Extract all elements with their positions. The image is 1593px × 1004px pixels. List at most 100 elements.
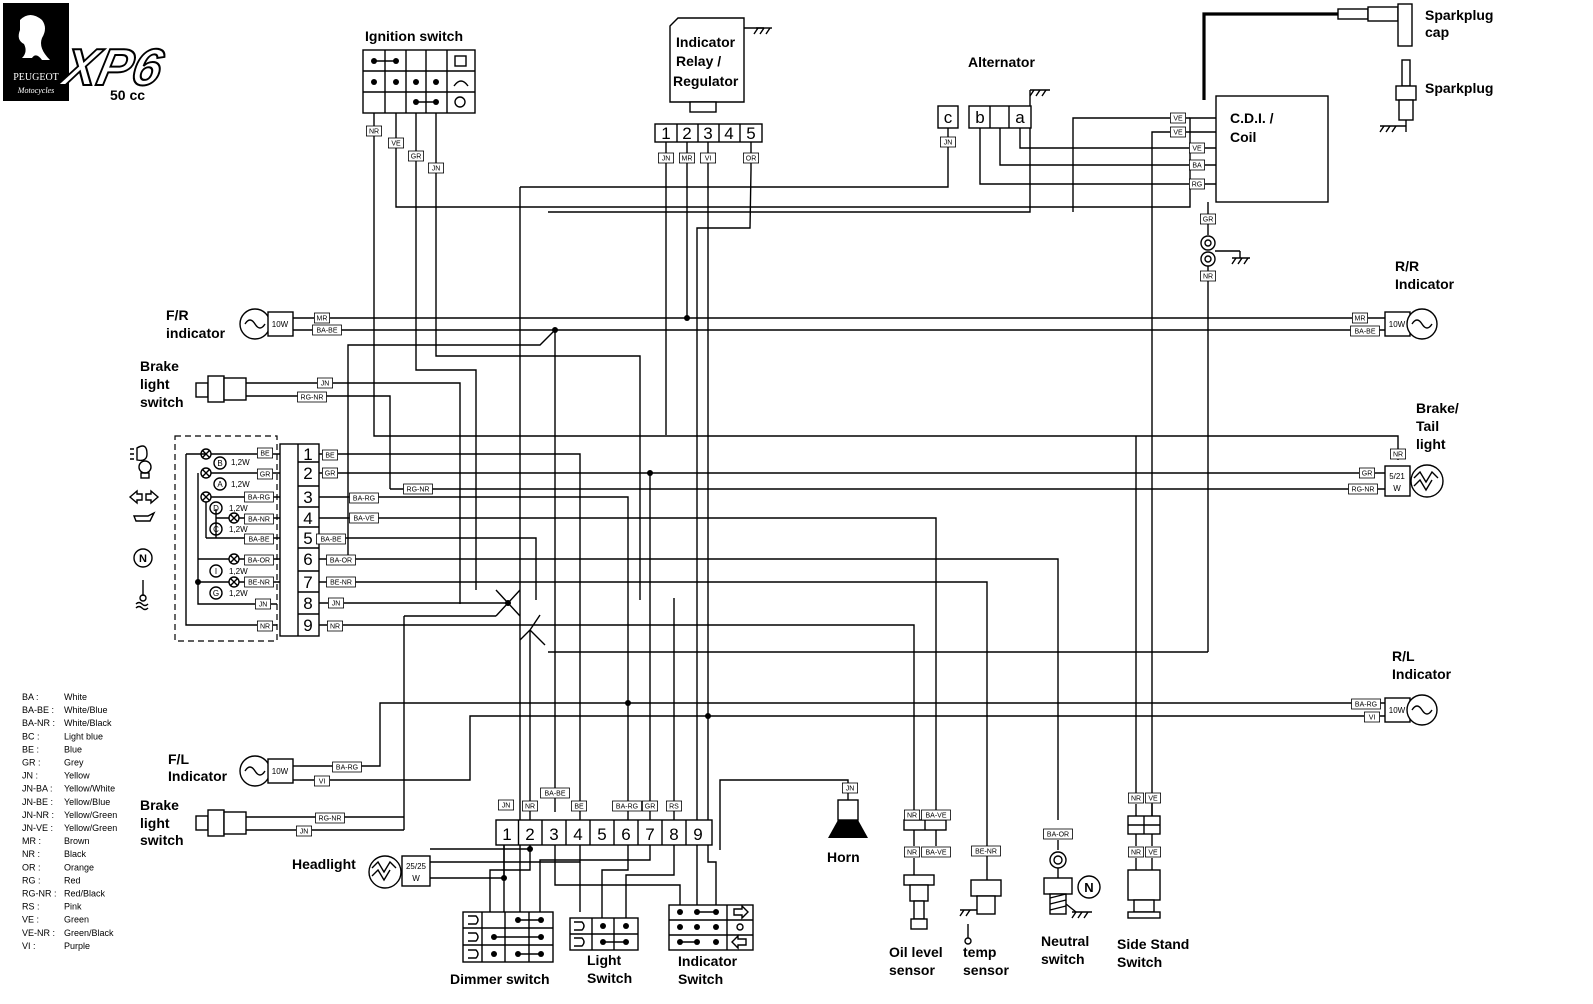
svg-text:GR: GR <box>325 471 336 478</box>
wire-code-tag: GR <box>407 150 424 162</box>
left-arrow-icon <box>731 934 747 950</box>
svg-text:BA-BE: BA-BE <box>248 537 269 544</box>
svg-text:BA-RG: BA-RG <box>616 804 638 811</box>
tail-bulb-rating: 5/21 <box>1389 472 1405 481</box>
legend-code: JN-NR : <box>22 810 54 820</box>
wire-code-tag: RG-NR <box>1348 483 1378 495</box>
bottom-pin: 6 <box>621 825 630 844</box>
legend-color: Green/Black <box>64 928 114 938</box>
dashboard-pin: 5 <box>303 529 312 548</box>
wire-code-tag: VE <box>387 137 404 149</box>
wire-code-tag: VE <box>1189 142 1206 154</box>
bottom-pin: 1 <box>502 825 511 844</box>
legend-code: NR : <box>22 849 40 859</box>
wire-code-tag: GR <box>256 468 273 480</box>
legend-code: JN : <box>22 771 38 781</box>
dimmer-switch-label: Dimmer switch <box>450 971 550 987</box>
side-stand-label-1: Side Stand <box>1117 936 1189 952</box>
bulb-rating: 10W <box>272 767 289 776</box>
wire-code-tag: NR <box>1128 792 1145 804</box>
wire-code-tag: BA-RG <box>612 800 642 812</box>
svg-text:MR: MR <box>1355 316 1366 323</box>
junction-dots <box>195 315 711 881</box>
lamp-rating: 1,2W <box>229 567 248 576</box>
rl-indicator-label-1: R/L <box>1392 648 1415 664</box>
wire-code-tag: VI <box>700 152 717 164</box>
relay-label-1: Indicator <box>676 34 736 50</box>
legend-code: BA : <box>22 692 39 702</box>
wire-code-tag: BA-RG <box>349 492 379 504</box>
svg-text:VE: VE <box>391 141 401 148</box>
svg-text:MR: MR <box>682 156 693 163</box>
dashboard-pin: 8 <box>303 594 312 613</box>
headlight-lamp: 25/25 W <box>368 855 431 889</box>
svg-text:VE: VE <box>1148 796 1158 803</box>
svg-text:BE-NR: BE-NR <box>330 580 352 587</box>
svg-text:VE: VE <box>1192 146 1202 153</box>
legend-code: BE : <box>22 744 39 754</box>
terminal-b: b <box>975 108 984 127</box>
svg-text:NR: NR <box>369 129 379 136</box>
svg-text:BE: BE <box>574 804 584 811</box>
wire-code-tag: GR <box>1200 213 1217 225</box>
sparkplug-cap-label-1: Sparkplug <box>1425 7 1493 23</box>
lamp-letter: G <box>213 589 219 598</box>
wire-code-tag: VE <box>1170 126 1187 138</box>
legend-code: OR : <box>22 862 41 872</box>
dashboard-pin: 9 <box>303 616 312 635</box>
flash-icon <box>468 949 479 959</box>
legend-color: Blue <box>64 744 82 754</box>
wire-code-tag: BE <box>256 447 273 459</box>
wire-code-tag: NR <box>1200 270 1217 282</box>
relay-pin: 2 <box>682 124 691 143</box>
relay-pin: 4 <box>724 124 733 143</box>
svg-text:BE-NR: BE-NR <box>975 849 997 856</box>
dashboard-pin: 1 <box>303 445 312 464</box>
fr-indicator-lamp: 10W <box>239 308 294 340</box>
bottom-pin: 5 <box>597 825 606 844</box>
wire-code-tag: NR <box>365 125 382 137</box>
svg-text:NR: NR <box>1393 452 1403 459</box>
right-arrow-icon <box>733 904 749 920</box>
sparkplug-cap-label-2: cap <box>1425 24 1449 40</box>
neutral-icon: N <box>1084 880 1093 895</box>
legend-color: Green <box>64 915 89 925</box>
svg-text:GR: GR <box>645 804 656 811</box>
svg-text:RG: RG <box>1192 182 1203 189</box>
wire-code-tag: RG <box>1189 178 1206 190</box>
legend-color: White/Blue <box>64 705 108 715</box>
lamp-letter: D <box>213 504 219 513</box>
headlight-bulb-unit: W <box>412 874 420 883</box>
bottom-pin: 8 <box>669 825 678 844</box>
sparkplug-cap <box>1337 3 1413 47</box>
svg-text:VE: VE <box>1173 116 1183 123</box>
neutral-switch-label-2: switch <box>1041 951 1085 967</box>
wire-code-tag: RG-NR <box>297 391 327 403</box>
dashboard-pin: 2 <box>303 464 312 483</box>
wire-code-tag: JN <box>427 162 444 174</box>
relay-pin: 1 <box>661 124 670 143</box>
wire-code-tag: NR <box>904 846 921 858</box>
bottom-pin: 7 <box>645 825 654 844</box>
neutral-switch: N <box>1043 840 1101 919</box>
svg-text:BA-BE: BA-BE <box>316 328 337 335</box>
headlight-symbol-icon <box>130 445 148 462</box>
wire-code-tag: BA-OR <box>244 554 274 566</box>
wire-code-tag: BA-BE <box>244 533 274 545</box>
relay-label-3: Regulator <box>673 73 739 89</box>
fl-indicator-label-1: F/L <box>168 751 189 767</box>
svg-text:BA-RG: BA-RG <box>248 495 270 502</box>
svg-text:BA-OR: BA-OR <box>1047 832 1069 839</box>
brake-switch-top <box>195 375 247 403</box>
light-switch-label-1: Light <box>587 952 622 968</box>
wire-code-tag: VE <box>1145 792 1162 804</box>
dashboard-pin: 7 <box>303 573 312 592</box>
wire-code-tag: JN <box>658 152 675 164</box>
brake-tail-label-1: Brake/ <box>1416 400 1459 416</box>
rl-indicator-lamp: 10W <box>1384 694 1438 726</box>
brake-tail-label-2: Tail <box>1416 418 1439 434</box>
wire-code-tag: BA-NR <box>244 513 274 525</box>
svg-text:JN: JN <box>332 601 341 608</box>
brake-switch-top-label-3: switch <box>140 394 184 410</box>
wire-code-tag: JN <box>327 597 344 609</box>
